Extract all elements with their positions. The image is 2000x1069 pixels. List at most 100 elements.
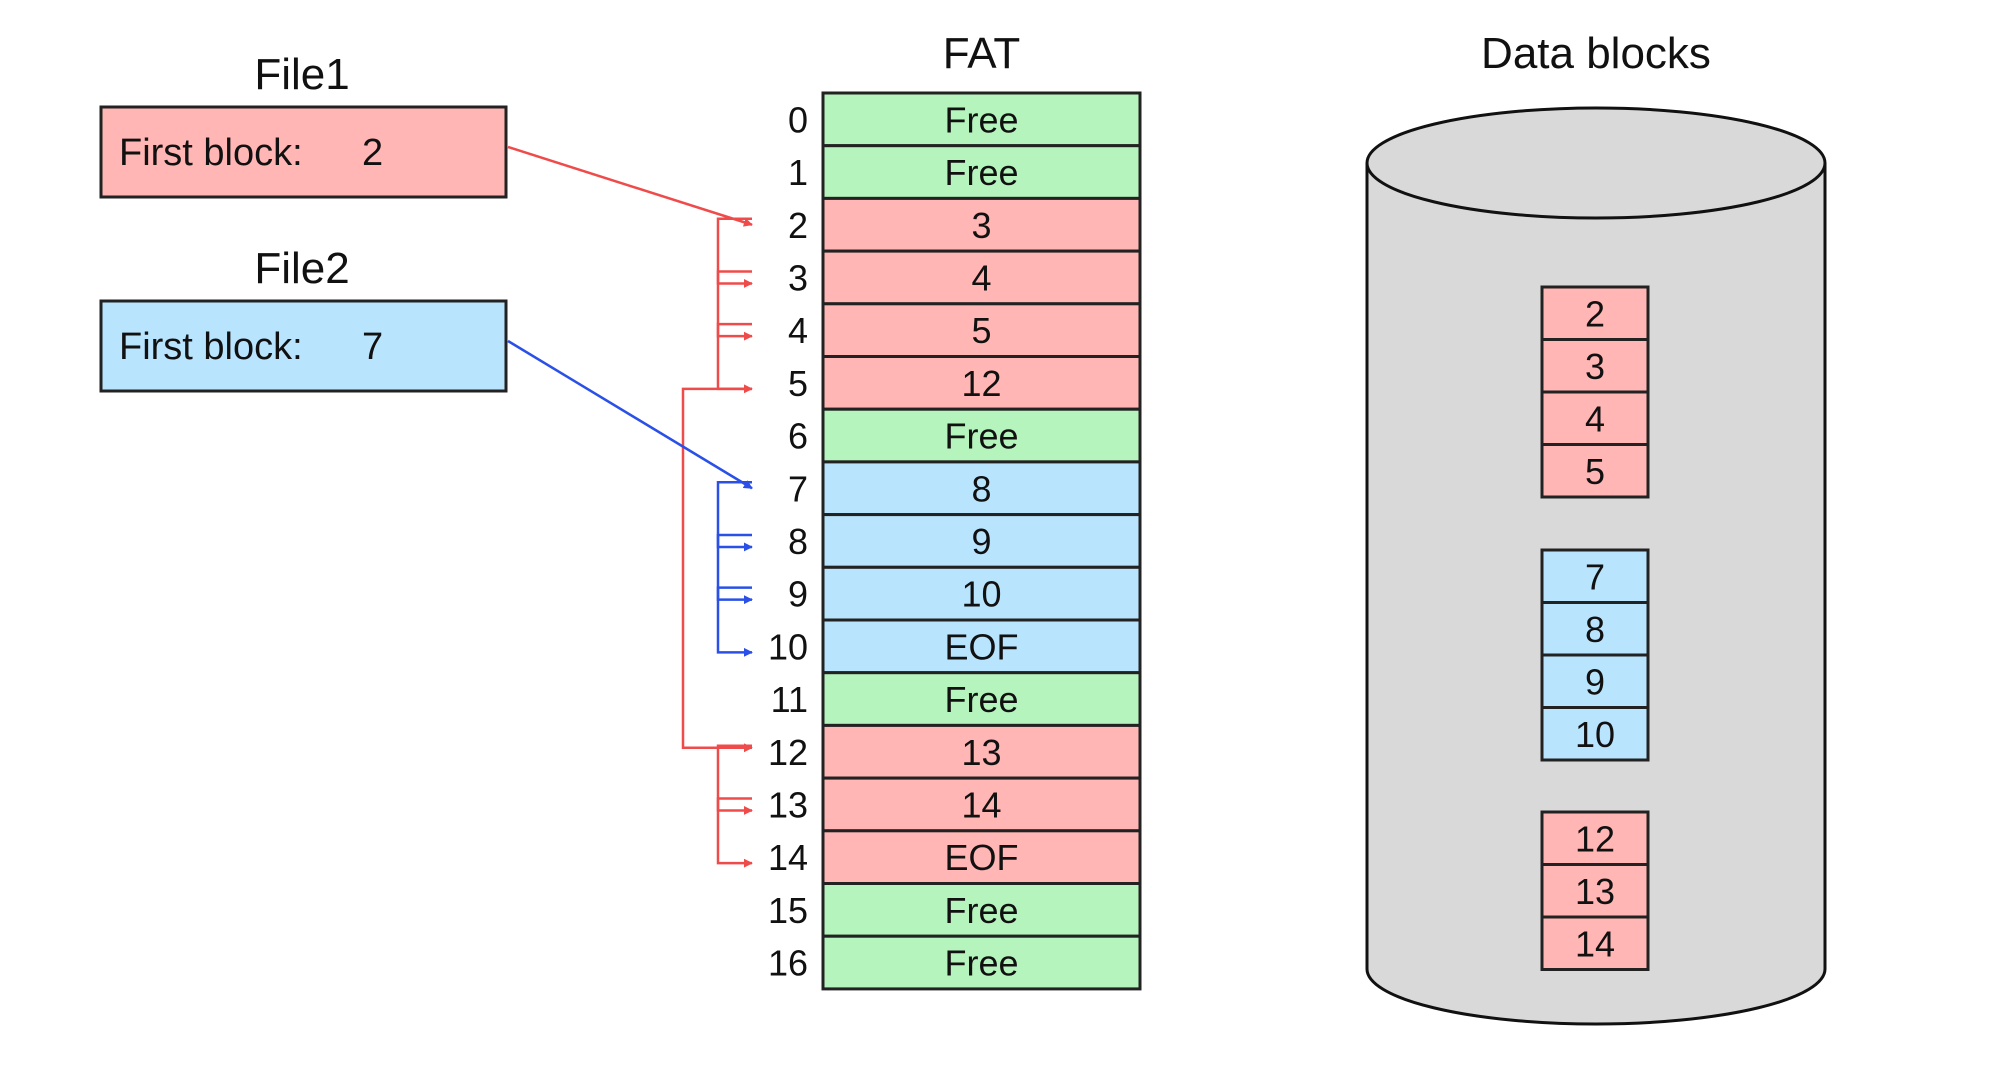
file1-title: File1	[254, 50, 349, 99]
fat-row-index: 2	[788, 205, 808, 246]
fat-cell-value: Free	[944, 152, 1018, 193]
data-block-label: 10	[1575, 714, 1615, 755]
fat-cell-value: Free	[944, 416, 1018, 457]
fat-row: 98	[788, 513, 1142, 569]
data-block-label: 5	[1585, 451, 1605, 492]
chain-link-arrow	[716, 797, 753, 868]
chain-links-layer	[681, 217, 753, 868]
chain-link-arrow	[716, 481, 753, 552]
disk-top	[1365, 106, 1827, 220]
fat-row-index: 12	[768, 732, 808, 773]
fat-row: 125	[788, 355, 1142, 411]
fat-row-index: 10	[768, 626, 808, 667]
fat-cell-value: 12	[961, 363, 1001, 404]
data-block-label: 8	[1585, 609, 1605, 650]
fat-row-index: 3	[788, 257, 808, 298]
fat-row: Free 15	[768, 882, 1142, 938]
fat-row: Free 6	[788, 407, 1142, 464]
fat-cell	[821, 302, 1142, 358]
data-block	[1540, 915, 1650, 971]
data-block	[1540, 338, 1650, 394]
data-block-label: 7	[1585, 556, 1605, 597]
fat-row-index: 15	[768, 890, 808, 931]
fat-row: 10 9	[788, 565, 1142, 622]
fat-row: 87	[788, 460, 1142, 517]
fat-cell	[821, 618, 1142, 675]
fat-row: 32	[788, 196, 1142, 253]
fat-row: 14 13	[768, 776, 1142, 833]
first-block-value: 7	[362, 326, 383, 368]
fat-row: 13 12	[768, 723, 1142, 780]
fat-title: FAT	[943, 29, 1020, 78]
fat-cell	[821, 723, 1142, 780]
data-block-label: 14	[1575, 923, 1615, 964]
fat-row: Free 16	[768, 934, 1142, 991]
data-block	[1540, 548, 1650, 604]
fat-cell-value: 13	[961, 732, 1001, 773]
fat-cell-value: 14	[961, 784, 1001, 825]
fat-row: 54	[788, 302, 1142, 358]
fat-cell	[821, 407, 1142, 464]
data-block-label: 4	[1585, 398, 1605, 439]
fat-cell	[821, 513, 1142, 569]
fat-row-index: 7	[788, 468, 808, 509]
first-block-label: First block:	[119, 132, 303, 174]
fat-cell	[821, 882, 1142, 938]
fat-cell-value: EOF	[944, 837, 1018, 878]
fat-row-index: 14	[768, 837, 808, 878]
data-block	[1540, 706, 1650, 762]
file2-first-block-arrow	[507, 339, 753, 490]
data-block	[1540, 653, 1650, 709]
fat-row-index: 11	[771, 679, 808, 720]
first-block-value: 2	[362, 132, 383, 174]
data-block	[1540, 390, 1650, 446]
fat-cell-value: 9	[971, 521, 991, 562]
fat-row-index: 13	[768, 784, 808, 825]
fat-cell-value: EOF	[944, 626, 1018, 667]
fat-cell-value: Free	[944, 99, 1018, 140]
fat-cell	[821, 249, 1142, 306]
first-block-label: First block:	[119, 326, 303, 368]
fat-cell	[821, 671, 1142, 727]
fat-cell-value: 4	[971, 257, 991, 298]
chain-link-arrow	[716, 270, 753, 341]
data-block	[1540, 810, 1650, 866]
fat-row: 43	[788, 249, 1142, 306]
fat-cell-value: 5	[971, 310, 991, 351]
fat-row-index: 4	[788, 310, 808, 351]
data-block-label: 9	[1585, 661, 1605, 702]
data-block-label: 12	[1575, 818, 1615, 859]
fat-cell	[821, 565, 1142, 622]
fat-cell-value: 3	[971, 205, 991, 246]
fat-row: EOF 10	[768, 618, 1142, 675]
fat-cell-value: Free	[944, 943, 1018, 984]
fat-cell	[821, 355, 1142, 411]
fat-row-index: 9	[788, 574, 808, 615]
fat-row: EOF 14	[768, 829, 1142, 885]
chain-link-arrow	[716, 533, 753, 605]
fat-row-index: 0	[788, 99, 808, 140]
chain-link-arrow	[716, 586, 753, 657]
fat-cell-value: 10	[961, 574, 1001, 615]
fat-row: Free 0	[788, 91, 1142, 148]
fat-row-index: 6	[788, 416, 808, 457]
file1-box	[99, 105, 508, 199]
fat-cell-value: Free	[944, 890, 1018, 931]
fat-cell-value: 8	[971, 468, 991, 509]
fat-row-index: 16	[768, 943, 808, 984]
fat-cell	[821, 460, 1142, 517]
file2-box	[99, 299, 508, 393]
data-blocks-title: Data blocks	[1481, 29, 1711, 78]
data-block-label: 2	[1585, 293, 1605, 334]
fat-table: FATFree0Free1324354125Free68798109EOF10F…	[768, 29, 1142, 991]
fat-cell	[821, 934, 1142, 991]
